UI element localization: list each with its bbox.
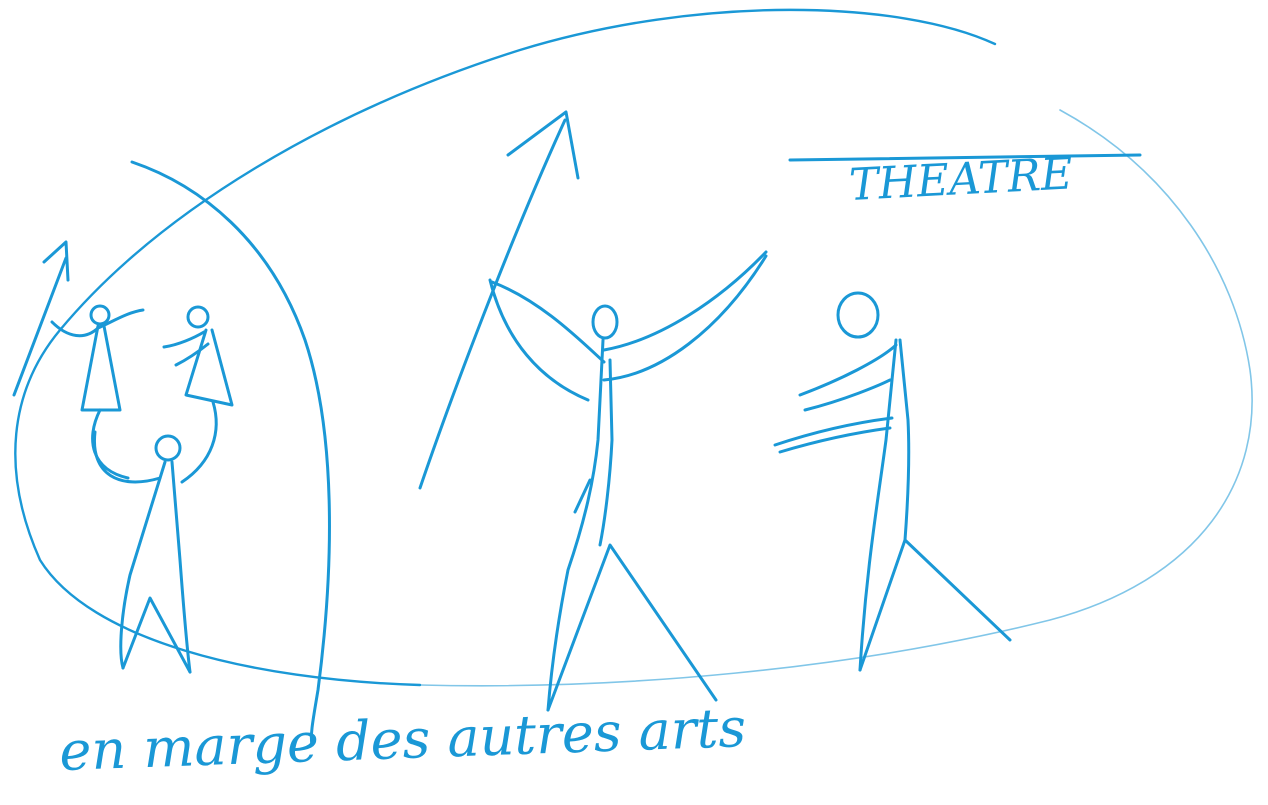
sketch-caption: en marge des autres arts [58, 696, 747, 783]
small-figure-with-spear [14, 242, 143, 478]
small-figure-right [164, 307, 232, 482]
right-figure [775, 293, 1010, 670]
central-figure [420, 112, 766, 710]
left-arc [132, 162, 329, 745]
